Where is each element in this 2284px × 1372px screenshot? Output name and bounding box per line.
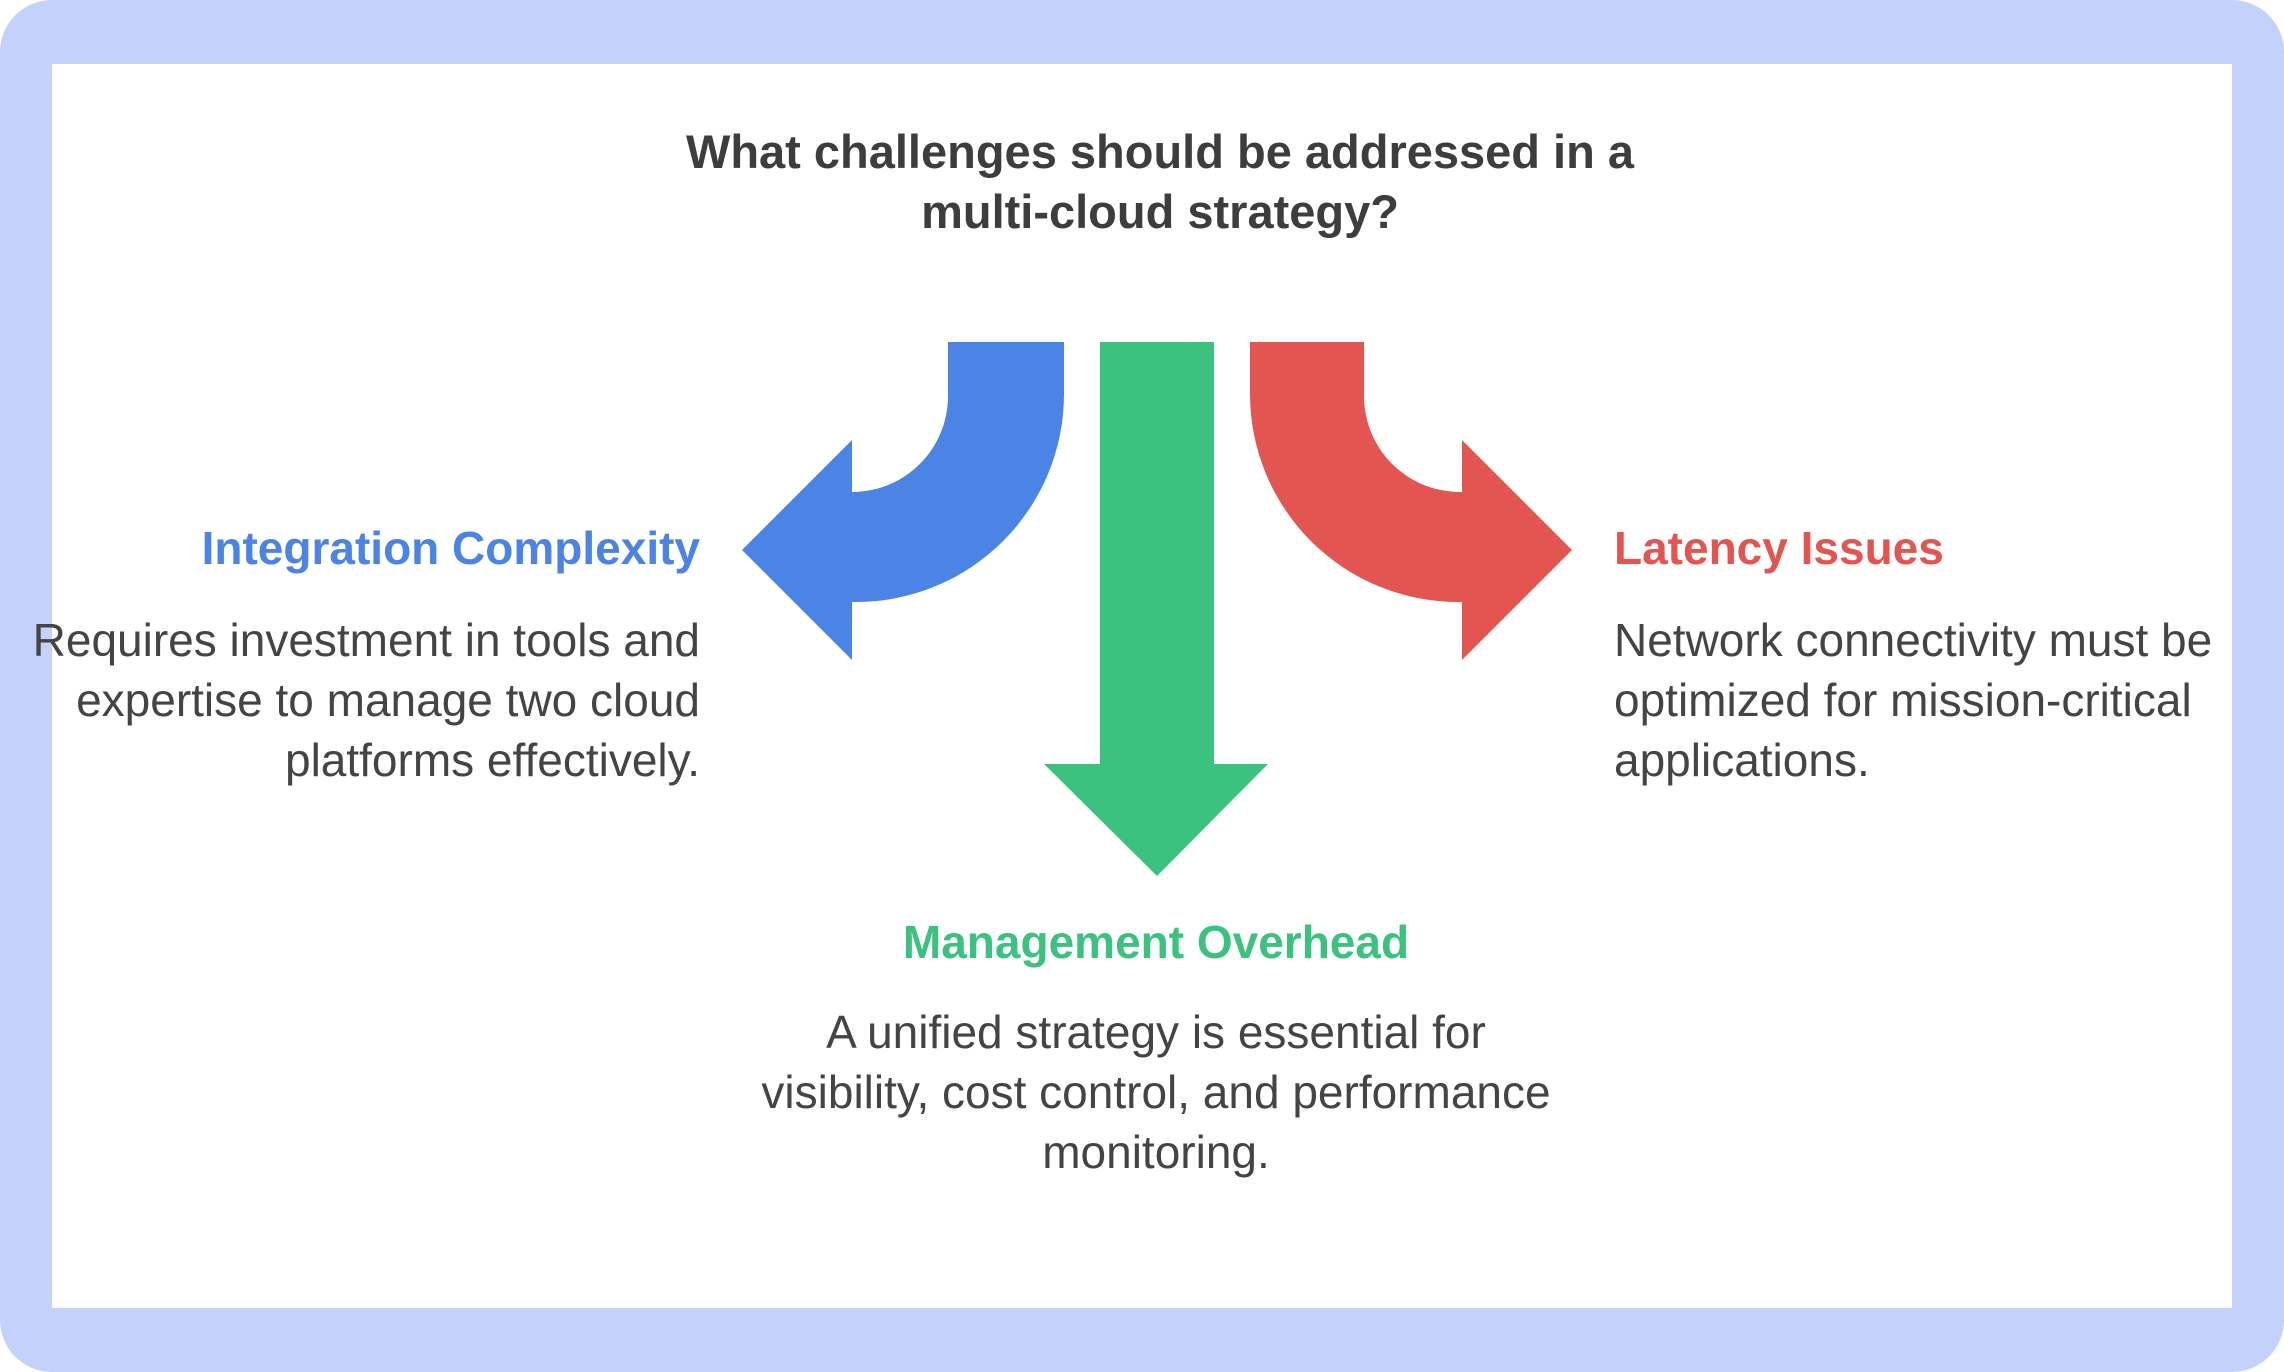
- integration-complexity-description: Requires investment in tools and experti…: [32, 614, 700, 786]
- management-overhead-heading: Management Overhead: [902, 916, 1410, 968]
- latency-issues-description: Network connectivity must be optimized f…: [1614, 614, 2213, 786]
- integration-complexity-heading: Integration Complexity: [201, 522, 700, 574]
- right-arrow-icon: [1250, 342, 1572, 660]
- diagram-title: What challenges should be addressed in a…: [685, 125, 1635, 238]
- management-overhead-description: A unified strategy is essential for visi…: [761, 1006, 1551, 1178]
- left-arrow-icon: [742, 342, 1064, 660]
- latency-issues-heading: Latency Issues: [1614, 522, 1944, 574]
- middle-arrow-icon: [1044, 342, 1268, 876]
